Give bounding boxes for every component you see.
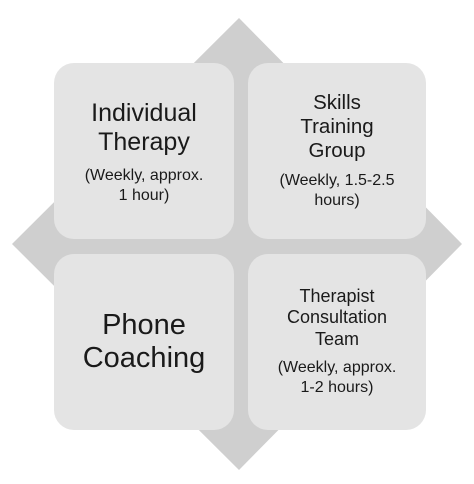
skills-training-group-box: Skills Training Group (Weekly, 1.5-2.5 h… [248, 63, 426, 239]
skills-training-group-title: Skills Training Group [300, 90, 374, 163]
phone-coaching-box: Phone Coaching [54, 254, 234, 430]
individual-therapy-title: Individual Therapy [91, 98, 197, 157]
phone-coaching-title: Phone Coaching [82, 308, 206, 374]
therapist-consultation-team-title: Therapist Consultation Team [286, 286, 388, 349]
skills-training-group-frequency: (Weekly, 1.5-2.5 hours) [279, 172, 395, 210]
therapist-consultation-team-frequency: (Weekly, approx. 1-2 hours) [277, 358, 397, 396]
therapist-consultation-team-box: Therapist Consultation Team (Weekly, app… [248, 254, 426, 430]
individual-therapy-box: Individual Therapy (Weekly, approx. 1 ho… [54, 63, 234, 239]
individual-therapy-frequency: (Weekly, approx. 1 hour) [84, 166, 204, 204]
